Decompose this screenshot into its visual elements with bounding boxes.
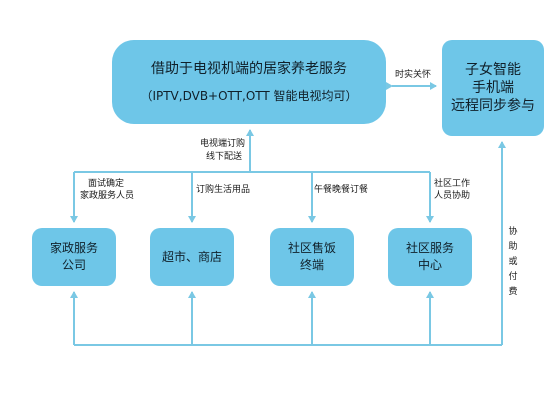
label-housekeeping-2: 家政服务人员	[80, 191, 135, 201]
meal-line-2: 终端	[299, 258, 324, 272]
housekeeping-line-2: 公司	[61, 258, 86, 272]
community-line-2: 中心	[417, 258, 442, 272]
label-care: 时实关怀	[395, 70, 432, 80]
label-assist-2: 助	[508, 242, 518, 252]
main-service-subtitle: （IPTV,DVB+OTT,OTT 智能电视均可）	[140, 89, 358, 103]
meal-line-1: 社区售饭	[287, 241, 336, 255]
main-service-title: 借助于电视机端的居家养老服务	[151, 61, 347, 77]
meal-terminal-box: 社区售饭 终端	[270, 228, 354, 286]
community-line-1: 社区服务	[405, 241, 454, 255]
label-tv-order-1: 电视端订购	[200, 139, 246, 149]
label-assist-1: 协	[508, 227, 518, 237]
label-assist-5: 费	[508, 287, 518, 297]
family-line-3: 远程同步参与	[451, 98, 535, 114]
supermarket-line-1: 超市、商店	[161, 249, 222, 264]
housekeeping-box: 家政服务 公司	[32, 228, 116, 286]
family-line-1: 子女智能	[465, 62, 521, 78]
community-center-box: 社区服务 中心	[388, 228, 472, 286]
label-housekeeping-1: 面试确定	[88, 179, 125, 189]
housekeeping-line-1: 家政服务	[49, 241, 98, 255]
label-tv-order-2: 线下配送	[206, 152, 243, 162]
label-community-2: 人员协助	[434, 191, 471, 201]
supermarket-box: 超市、商店	[150, 228, 234, 286]
family-phone-box: 子女智能 手机端 远程同步参与	[442, 40, 544, 136]
label-supermarket: 订购生活用品	[196, 185, 251, 195]
family-line-2: 手机端	[472, 80, 514, 96]
label-meal: 午餐晚餐订餐	[314, 185, 369, 195]
label-assist-4: 付	[508, 272, 518, 282]
main-service-box: 借助于电视机端的居家养老服务 （IPTV,DVB+OTT,OTT 智能电视均可）	[112, 40, 386, 124]
label-community-1: 社区工作	[434, 179, 471, 189]
label-assist-3: 或	[508, 257, 518, 267]
